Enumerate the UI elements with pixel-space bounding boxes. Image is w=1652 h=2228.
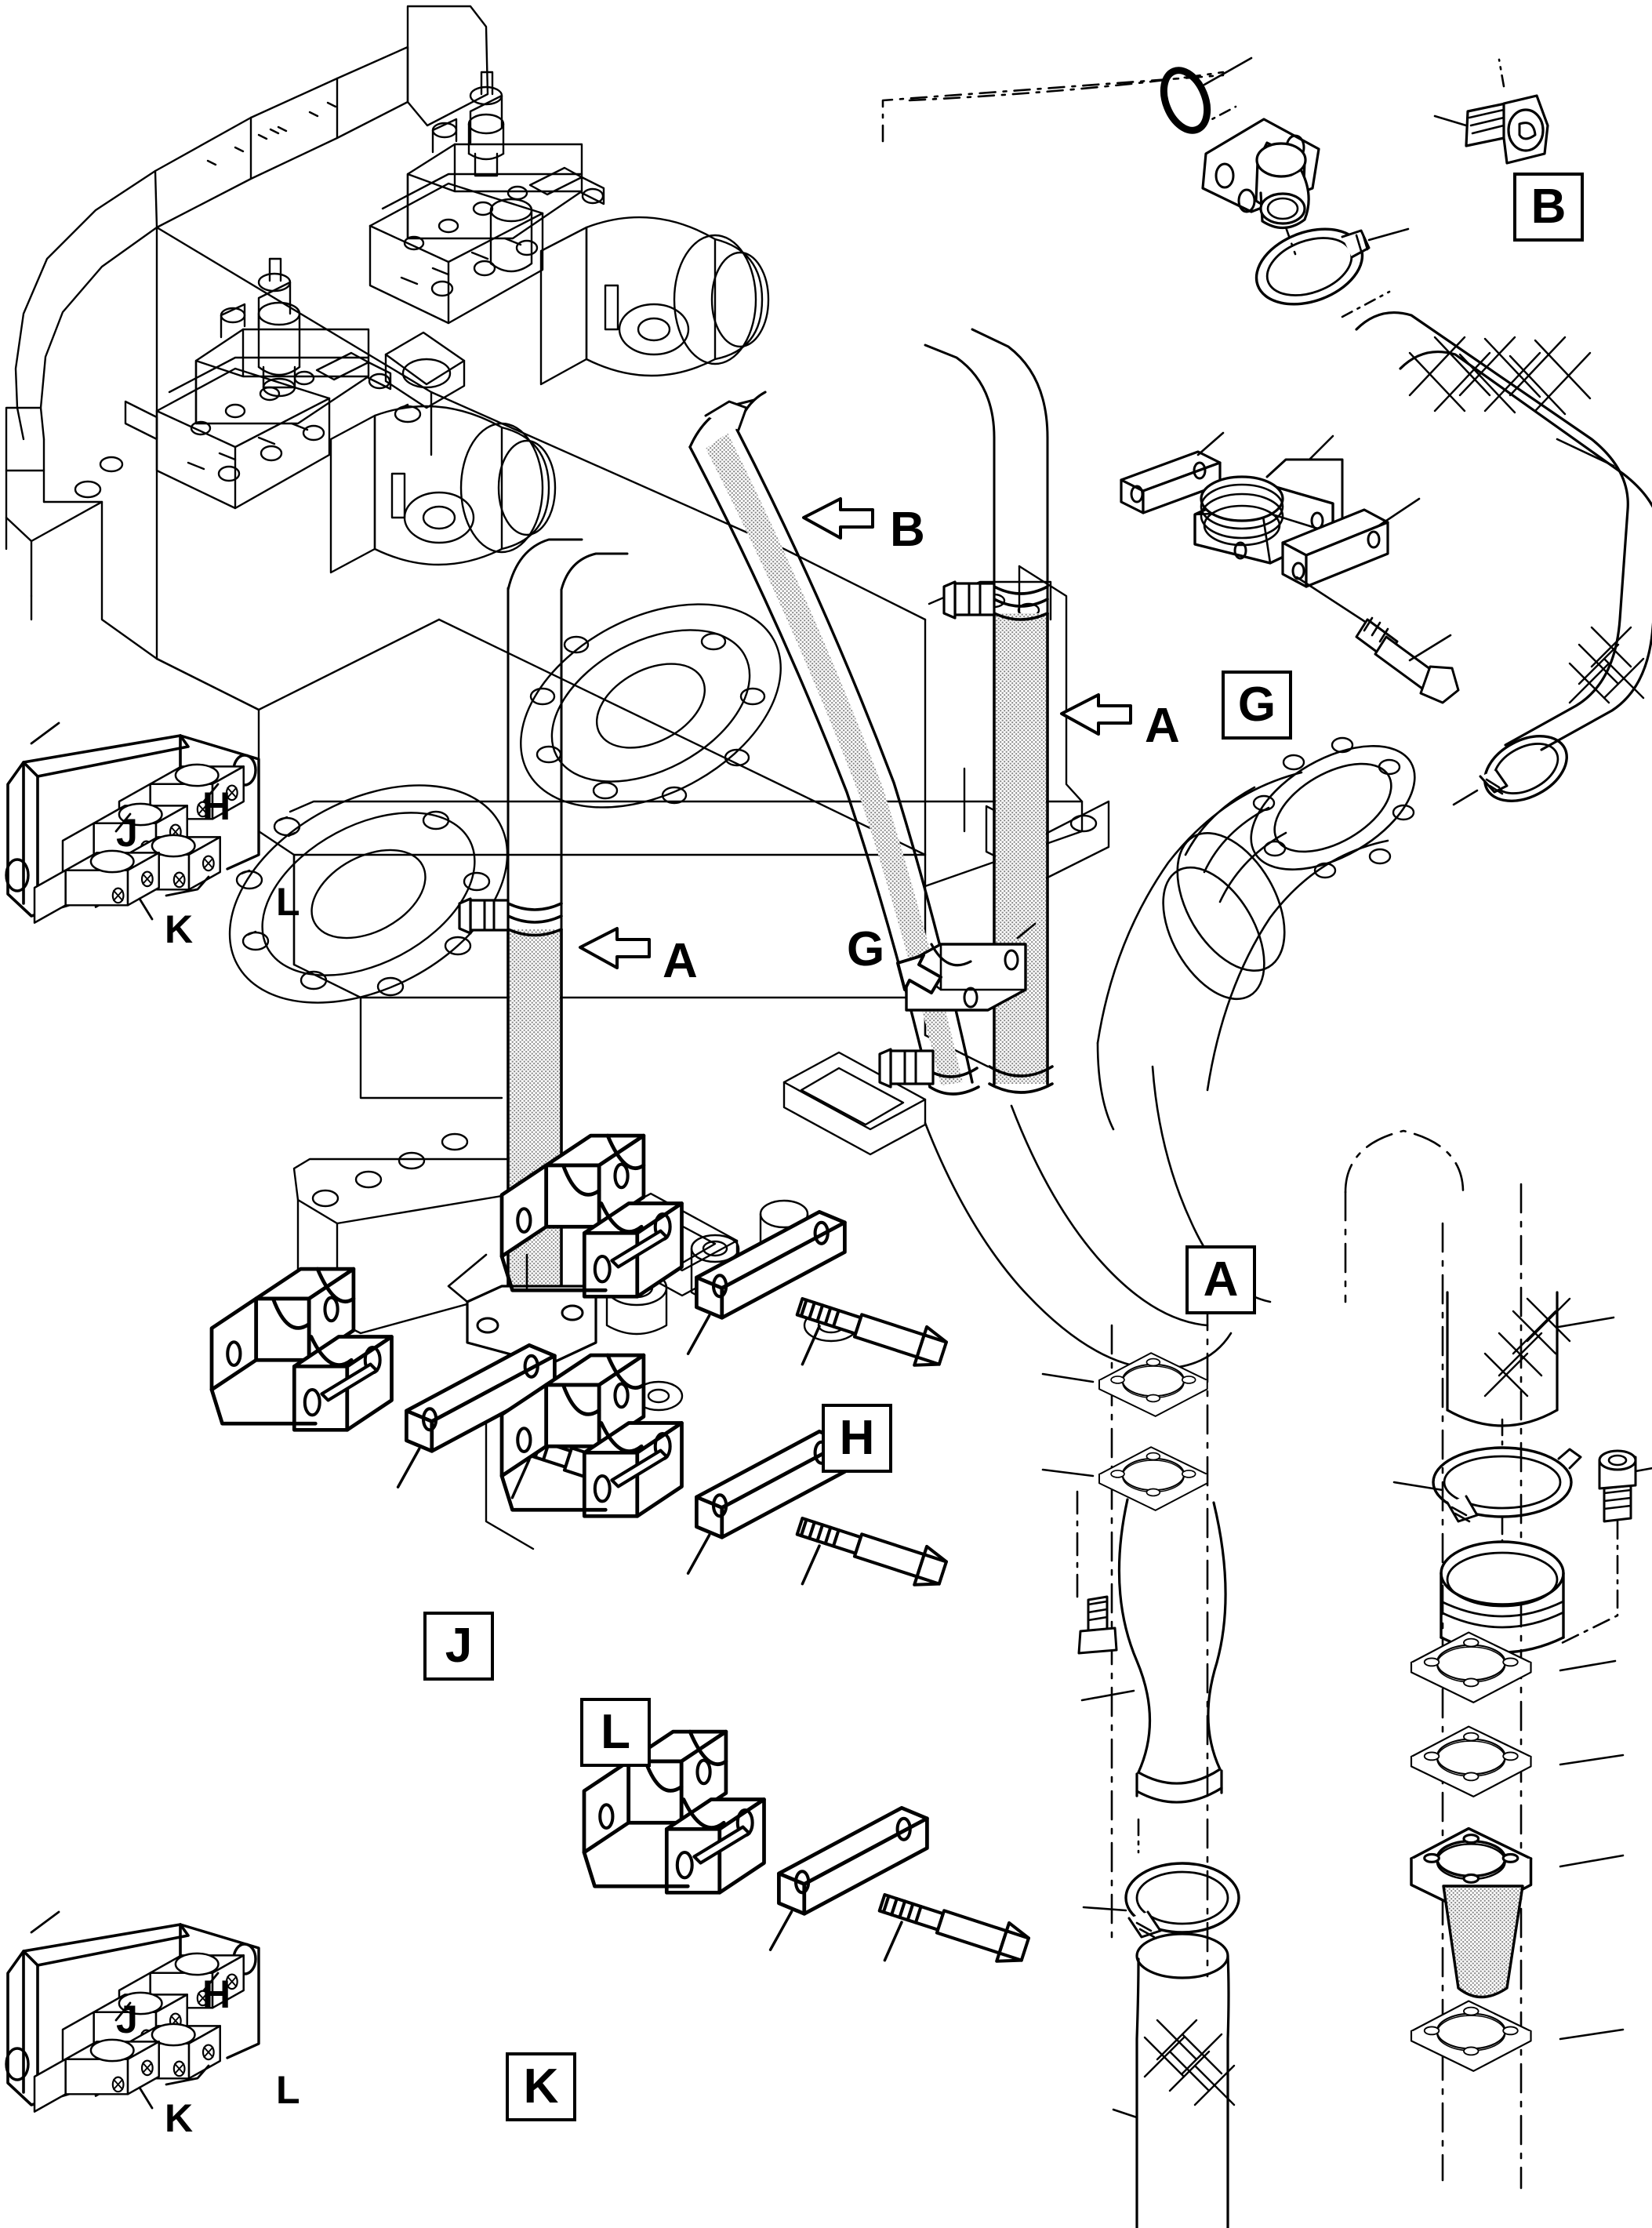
callout-j-boxed[interactable]: J [423, 1612, 494, 1681]
elbow-pipe-center [924, 736, 1416, 1370]
hose-a-right [924, 328, 1054, 1094]
callout-l-boxed[interactable]: L [580, 1698, 651, 1767]
callout-h-boxed[interactable]: H [822, 1404, 892, 1473]
callout-k-boxed[interactable]: K [506, 2052, 576, 2121]
clamp-group-h [502, 1136, 949, 1372]
clamp-g-installed [905, 922, 1037, 1012]
clamp-group-k [584, 1732, 1031, 1968]
detail-a-assembly [1041, 1300, 1240, 2228]
clamp-panel-upper [5, 721, 260, 924]
detail-right-column [1344, 1129, 1652, 2190]
panel-label-k-upper: K [165, 907, 194, 951]
callout-a-arrow-label-upper[interactable]: A [1145, 699, 1180, 753]
panel-label-k-lower: K [165, 2096, 194, 2140]
detail-b-assembly [881, 56, 1652, 806]
clamp-group-l [502, 1355, 949, 1592]
callout-g-boxed[interactable]: G [1222, 671, 1292, 740]
arrow-a-left-upper [1060, 693, 1132, 736]
callout-g-arrow-label[interactable]: G [847, 922, 885, 976]
clamp-group-j [212, 1269, 659, 1506]
panel-label-l-lower: L [276, 2068, 300, 2112]
panel-label-j-upper: J [116, 811, 138, 855]
arrow-a-left-lower [579, 927, 651, 969]
callout-a-arrow-label-lower[interactable]: A [663, 934, 698, 988]
panel-label-j-lower: J [116, 1997, 138, 2041]
callout-b-arrow-label[interactable]: B [890, 503, 925, 557]
detail-g-assembly [1120, 431, 1460, 704]
panel-label-l-upper: L [276, 880, 300, 924]
arrow-b-left [802, 497, 874, 540]
callout-a-boxed[interactable]: A [1185, 1245, 1256, 1314]
callout-b-boxed[interactable]: B [1513, 173, 1584, 242]
arrow-g-downright [896, 954, 942, 994]
clamp-panel-lower [5, 1910, 260, 2113]
panel-label-h-upper: H [202, 784, 231, 828]
panel-label-h-lower: H [202, 1972, 231, 2016]
hose-a-left [447, 538, 629, 1366]
